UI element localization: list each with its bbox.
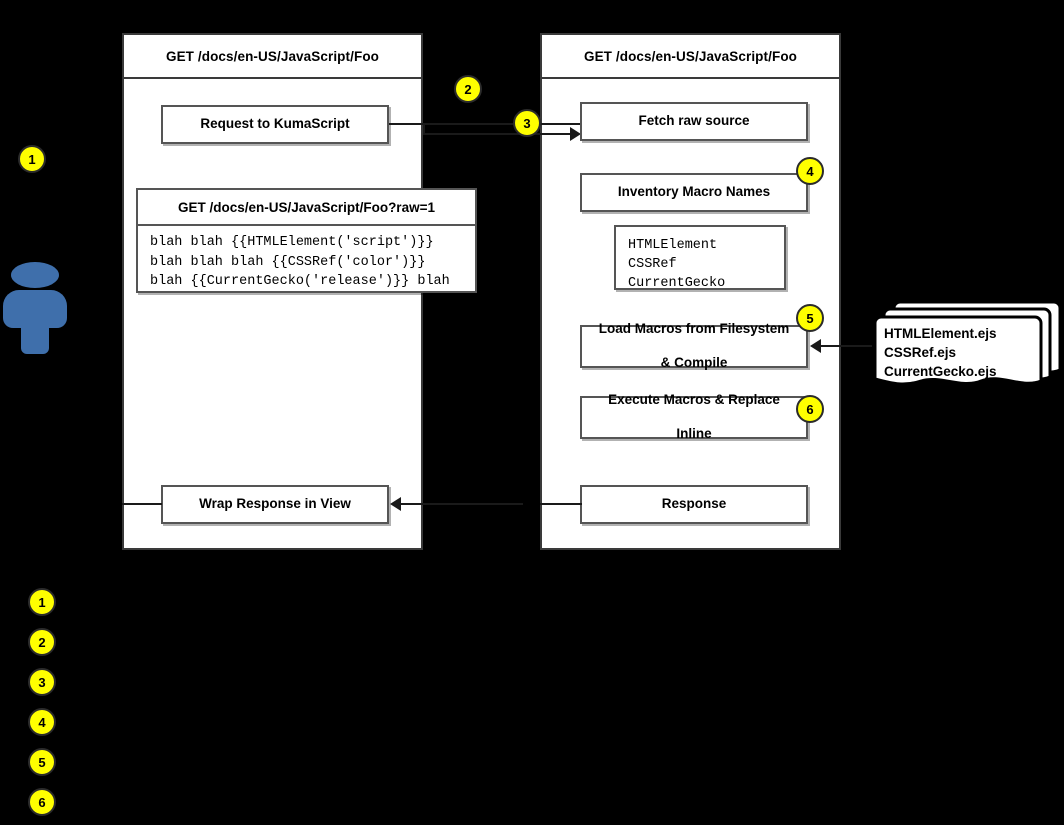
file-stack-labels: HTMLElement.ejs CSSRef.ejs CurrentGecko.… — [884, 324, 997, 381]
task-request-to-kumascript[interactable]: Request to KumaScript — [161, 105, 389, 144]
legend-badge-5: 5 — [28, 748, 56, 776]
connector-response-to-edge — [540, 503, 582, 505]
panel-raw-request: GET /docs/en-US/JavaScript/Foo?raw=1 bla… — [136, 188, 477, 293]
task-request-to-kumascript-label: Request to KumaScript — [200, 116, 350, 132]
connector-filestack-to-load-macros — [820, 345, 872, 347]
task-response-label: Response — [661, 496, 727, 512]
legend: 1 2 3 4 5 6 — [28, 585, 1038, 825]
legend-row: 2 — [28, 625, 1038, 665]
task-wrap-response-in-view-label: Wrap Response in View — [199, 496, 351, 512]
badge-6: 6 — [796, 395, 824, 423]
execute-macros-line2: Inline — [676, 425, 712, 441]
legend-row: 1 — [28, 585, 1038, 625]
file-name-1: CSSRef.ejs — [884, 345, 957, 361]
task-inventory-macro-names[interactable]: Inventory Macro Names — [580, 173, 808, 212]
macro-files-stack: HTMLElement.ejs CSSRef.ejs CurrentGecko.… — [872, 296, 1064, 394]
task-wrap-response-in-view[interactable]: Wrap Response in View — [161, 485, 389, 524]
connector-pooledge-to-wrap — [122, 503, 162, 505]
task-execute-macros-replace-inline[interactable]: Execute Macros & Replace Inline — [580, 392, 808, 441]
legend-badge-3: 3 — [28, 668, 56, 696]
connector-gap-drop — [423, 123, 425, 135]
file-name-2: CurrentGecko.ejs — [884, 364, 997, 380]
badge-2: 2 — [454, 75, 482, 103]
macro-names-box: HTMLElement CSSRef CurrentGecko — [614, 225, 786, 291]
badge-5: 5 — [796, 304, 824, 332]
badge-4: 4 — [796, 157, 824, 185]
legend-badge-2: 2 — [28, 628, 56, 656]
file-stack-icon — [873, 300, 1062, 386]
pool-kuma-header: GET /docs/en-US/JavaScript/Foo — [124, 35, 421, 79]
connector-gap-to-fetch — [423, 133, 573, 135]
task-load-macros-from-filesystem-label: Load Macros from Filesystem & Compile — [587, 321, 802, 372]
actor-body-icon — [21, 320, 49, 354]
legend-row: 6 — [28, 785, 1038, 825]
connector-kumascript-to-edge — [389, 123, 425, 125]
legend-row: 3 — [28, 665, 1038, 705]
user-actor — [3, 262, 67, 356]
arrowhead-into-fetch-raw-source — [570, 127, 581, 141]
task-fetch-raw-source[interactable]: Fetch raw source — [580, 102, 808, 141]
task-fetch-raw-source-label: Fetch raw source — [638, 113, 750, 129]
badge-3: 3 — [513, 109, 541, 137]
task-execute-macros-replace-inline-label: Execute Macros & Replace Inline — [596, 392, 792, 443]
file-name-0: HTMLElement.ejs — [884, 326, 997, 341]
arrowhead-into-load-macros — [810, 339, 821, 353]
actor-head-icon — [11, 262, 59, 288]
pool-kumascript-header: GET /docs/en-US/JavaScript/Foo — [542, 35, 839, 79]
connector-gap-top — [423, 123, 583, 125]
legend-badge-1: 1 — [28, 588, 56, 616]
legend-row: 4 — [28, 705, 1038, 745]
load-macros-line1: Load Macros from Filesystem — [598, 321, 790, 337]
task-response[interactable]: Response — [580, 485, 808, 524]
panel-raw-request-title: GET /docs/en-US/JavaScript/Foo?raw=1 — [138, 190, 475, 226]
connector-response-to-wrap — [400, 503, 523, 505]
legend-row: 5 — [28, 745, 1038, 785]
arrowhead-into-wrap-response — [390, 497, 401, 511]
task-load-macros-from-filesystem[interactable]: Load Macros from Filesystem & Compile — [580, 321, 808, 370]
panel-raw-request-code: blah blah {{HTMLElement('script')}} blah… — [150, 235, 450, 290]
legend-badge-6: 6 — [28, 788, 56, 816]
task-inventory-macro-names-label: Inventory Macro Names — [617, 184, 771, 200]
legend-badge-4: 4 — [28, 708, 56, 736]
load-macros-line2: & Compile — [660, 354, 728, 370]
badge-actor-1: 1 — [18, 145, 46, 173]
execute-macros-line1: Execute Macros & Replace — [608, 392, 780, 408]
